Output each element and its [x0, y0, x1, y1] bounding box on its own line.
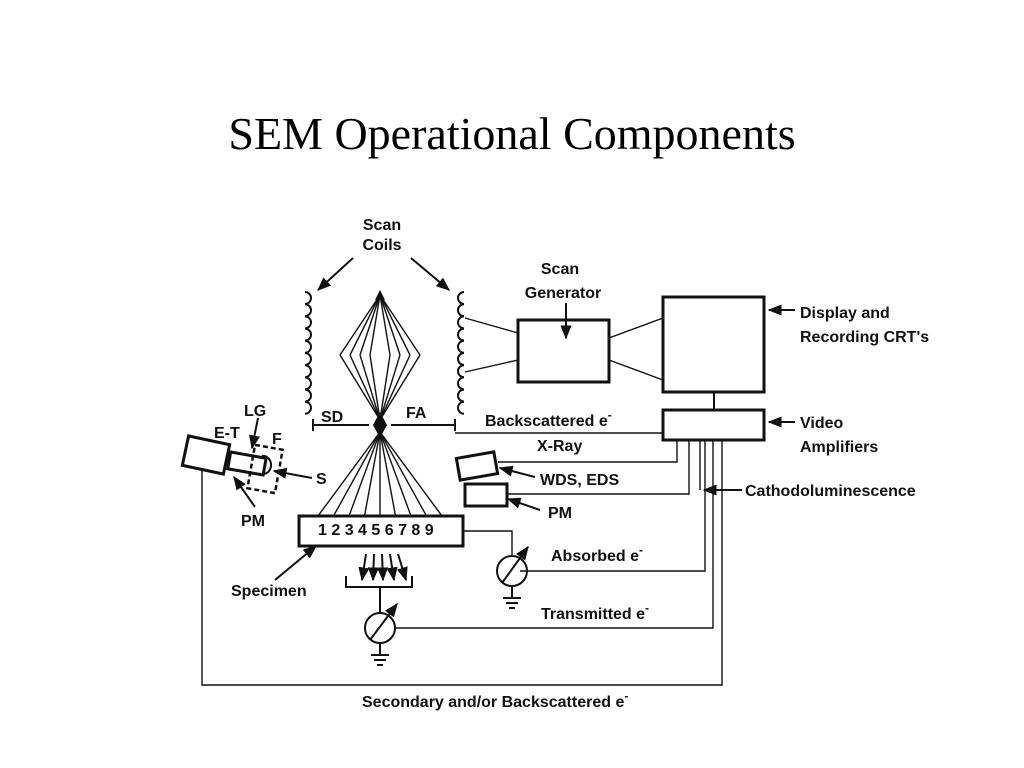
backscattered-label: Backscattered e- — [485, 408, 612, 430]
absorbed-meter — [496, 545, 529, 609]
secondary-label: Secondary and/or Backscattered e- — [362, 689, 628, 711]
scan-generator-label-1: Scan — [541, 261, 579, 278]
arrow-to-coil-right — [410, 257, 451, 291]
sd-label: SD — [321, 409, 343, 426]
scan-coils-label-1: Scan — [363, 217, 401, 234]
slide-title: SEM Operational Components — [228, 108, 796, 159]
arrow-to-specimen — [274, 545, 318, 581]
f-label: F — [272, 431, 282, 448]
video-amplifiers-box — [661, 408, 766, 442]
pm-right-label: PM — [548, 505, 572, 522]
aperture-bar — [312, 419, 456, 431]
fa-label: FA — [406, 405, 427, 422]
transmitted-arrows — [358, 553, 408, 582]
scan-generator-label-2: Generator — [525, 285, 601, 302]
display-crt-box — [661, 295, 766, 394]
wds-eds-detector — [454, 450, 500, 482]
beam-rays — [317, 294, 443, 517]
arrow-to-pm-right — [506, 497, 541, 511]
display-label-1: Display and — [800, 305, 890, 322]
specimen-to-absorbed-line — [463, 530, 513, 556]
coil-to-generator-lines — [464, 317, 664, 381]
beam-crossover — [373, 412, 387, 438]
arrow-pm-left — [233, 475, 256, 508]
display-label-2: Recording CRT's — [800, 329, 929, 346]
et-label: E-T — [214, 425, 240, 442]
wds-eds-label: WDS, EDS — [540, 472, 619, 489]
light-guide — [225, 450, 268, 477]
scan-coils-label-2: Coils — [362, 237, 401, 254]
pm-left-label: PM — [241, 513, 265, 530]
xray-label: X-Ray — [537, 438, 582, 455]
specimen-label: Specimen — [231, 583, 307, 600]
pm-right-detector — [463, 482, 509, 508]
cathodoluminescence-label: Cathodoluminescence — [745, 483, 916, 500]
arrow-lg — [248, 417, 260, 450]
beam-top-point — [375, 290, 385, 300]
transmitted-label: Transmitted e- — [541, 601, 649, 623]
transmitted-meter — [364, 602, 398, 666]
specimen-numbers: 1 2 3 4 5 6 7 8 9 — [318, 522, 434, 539]
scan-generator-box — [516, 318, 611, 384]
absorbed-label: Absorbed e- — [551, 543, 643, 565]
arrow-to-wds-eds — [498, 465, 536, 478]
arrow-to-coil-left — [316, 257, 354, 291]
video-label-1: Video — [800, 415, 844, 432]
arrow-s — [272, 467, 313, 479]
scintillator — [261, 454, 272, 475]
transmitted-collector — [345, 576, 413, 588]
s-label: S — [316, 471, 327, 488]
scan-coil-right — [457, 291, 465, 415]
signal-wires — [201, 440, 723, 686]
scan-coil-left — [304, 291, 312, 415]
pm-left-detector — [180, 434, 232, 476]
lg-label: LG — [244, 403, 266, 420]
video-label-2: Amplifiers — [800, 439, 878, 456]
